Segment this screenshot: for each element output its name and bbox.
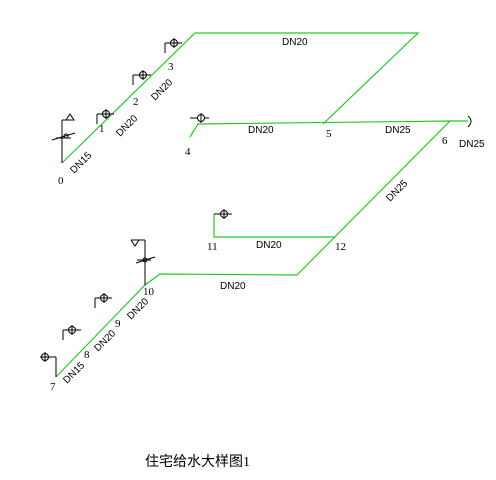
node-12: 12 [335, 241, 346, 253]
dn-riser-lower-high: DN20 [125, 296, 151, 322]
dn-top-run: DN20 [282, 37, 308, 48]
dn-mid-run-right: DN25 [385, 125, 411, 136]
node-9: 9 [115, 318, 121, 330]
node-5: 5 [326, 128, 332, 140]
fixtures [40, 38, 472, 377]
dn-diagonal-main: DN25 [384, 178, 410, 204]
valve-icon [132, 70, 151, 85]
pipe-mid-run [189, 120, 452, 276]
pipe-size-labels: DN20 DN15 DN20 DN20 DN20 DN25 DN25 DN25 … [61, 37, 485, 386]
node-4: 4 [185, 146, 191, 158]
node-10: 10 [143, 286, 155, 298]
valve-icon [214, 209, 232, 219]
pipe-break-icon [467, 115, 472, 128]
dn-riser-upper-mid: DN20 [114, 113, 140, 139]
valve-icon [40, 352, 57, 377]
node-labels: 0 1 2 3 4 5 6 7 8 9 10 11 12 [50, 61, 448, 393]
node-7: 7 [50, 381, 56, 393]
valve-icon [164, 38, 182, 53]
pipe-branch-11 [213, 214, 335, 238]
dn-riser-lower-low: DN15 [61, 360, 87, 386]
dn-outlet: DN25 [459, 139, 485, 150]
node-1: 1 [99, 123, 105, 135]
diagram-caption: 住宅给水大样图1 [145, 454, 250, 470]
shower-valve-icon [130, 239, 156, 285]
valve-icon [94, 293, 112, 308]
valve-icon [62, 325, 81, 340]
node-6: 6 [442, 135, 448, 147]
node-3: 3 [168, 61, 174, 73]
dn-lower-run: DN20 [220, 281, 246, 292]
node-11: 11 [207, 241, 218, 253]
node-0: 0 [58, 175, 64, 187]
dn-mid-run-left: DN20 [248, 125, 274, 136]
node-2: 2 [133, 96, 139, 108]
dn-branch-11: DN20 [256, 240, 282, 251]
pipe-riser-lower [55, 273, 298, 378]
dn-riser-upper-high: DN20 [149, 77, 175, 103]
dn-riser-lower-mid: DN20 [92, 328, 118, 354]
dn-riser-upper-low: DN15 [68, 150, 94, 176]
valve-icon [96, 109, 114, 124]
upper-pipes [61, 32, 468, 276]
shower-valve-icon [51, 113, 76, 163]
pipe-riser-upper [61, 32, 420, 164]
node-8: 8 [84, 349, 90, 361]
lower-pipes [55, 214, 335, 378]
valve-icon [190, 113, 209, 123]
